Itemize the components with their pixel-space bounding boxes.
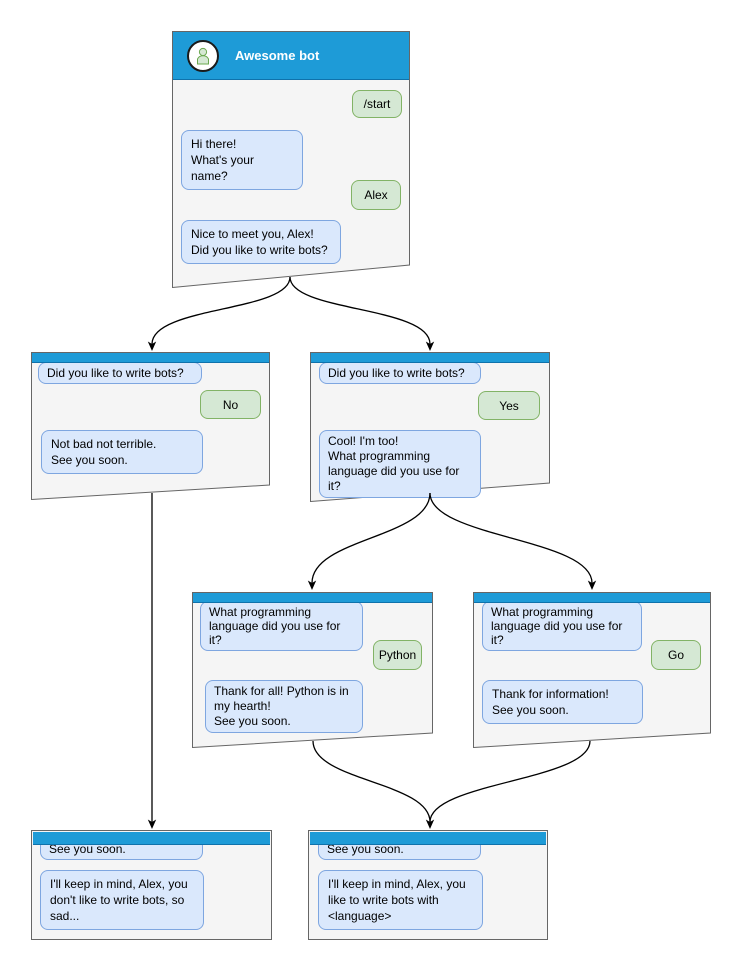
chat-window-yes-branch: Did you like to write bots? Yes Cool! I'… — [310, 352, 550, 502]
window-titlebar — [32, 353, 269, 363]
bot-avatar — [187, 39, 219, 72]
bot-message-bubble: Cool! I'm too! What programming language… — [319, 430, 481, 498]
window-titlebar: Awesome bot — [173, 32, 409, 80]
bot-title: Awesome bot — [235, 48, 320, 63]
user-message-bubble: Python — [373, 640, 422, 670]
chat-window-end-no: See you soon. I'll keep in mind, Alex, y… — [31, 830, 272, 940]
bot-message-bubble: Did you like to write bots? — [38, 362, 202, 384]
person-icon — [197, 47, 209, 64]
user-message-bubble: /start — [352, 90, 402, 118]
bot-message-bubble: What programming language did you use fo… — [200, 601, 363, 651]
bot-message-bubble: I'll keep in mind, Alex, you don't like … — [40, 870, 204, 930]
chat-window-go-branch: What programming language did you use fo… — [473, 592, 711, 748]
chat-window-start: Awesome bot /start Hi there! What's your… — [172, 31, 410, 288]
user-message-bubble: Alex — [351, 180, 401, 210]
user-message-bubble: Go — [651, 640, 701, 670]
user-message-bubble: Yes — [478, 391, 540, 420]
window-titlebar — [311, 353, 549, 363]
bot-message-bubble: Did you like to write bots? — [319, 362, 481, 384]
window-titlebar — [33, 832, 270, 845]
bot-message-bubble: Hi there! What's your name? — [181, 130, 303, 190]
user-message-bubble: No — [200, 390, 261, 419]
chat-window-no-branch: Did you like to write bots? No Not bad n… — [31, 352, 270, 500]
bot-message-bubble: Thank for information! See you soon. — [482, 680, 643, 724]
arrow-python-to-end — [312, 740, 431, 823]
chat-window-end-yes: See you soon. I'll keep in mind, Alex, y… — [308, 830, 548, 940]
window-titlebar — [474, 593, 710, 603]
bot-message-bubble: Thank for all! Python is in my hearth! S… — [205, 680, 363, 733]
arrow-yes-to-go — [429, 492, 593, 584]
bot-message-bubble: What programming language did you use fo… — [482, 601, 642, 651]
window-titlebar — [310, 832, 546, 845]
bot-message-bubble: Nice to meet you, Alex! Did you like to … — [181, 220, 341, 264]
arrow-go-to-end — [429, 740, 591, 823]
bot-message-bubble: Not bad not terrible. See you soon. — [41, 430, 203, 474]
window-titlebar — [193, 593, 432, 603]
arrow-yes-to-python — [311, 492, 431, 584]
chat-window-python-branch: What programming language did you use fo… — [192, 592, 433, 748]
bot-message-bubble: I'll keep in mind, Alex, you like to wri… — [318, 870, 483, 930]
